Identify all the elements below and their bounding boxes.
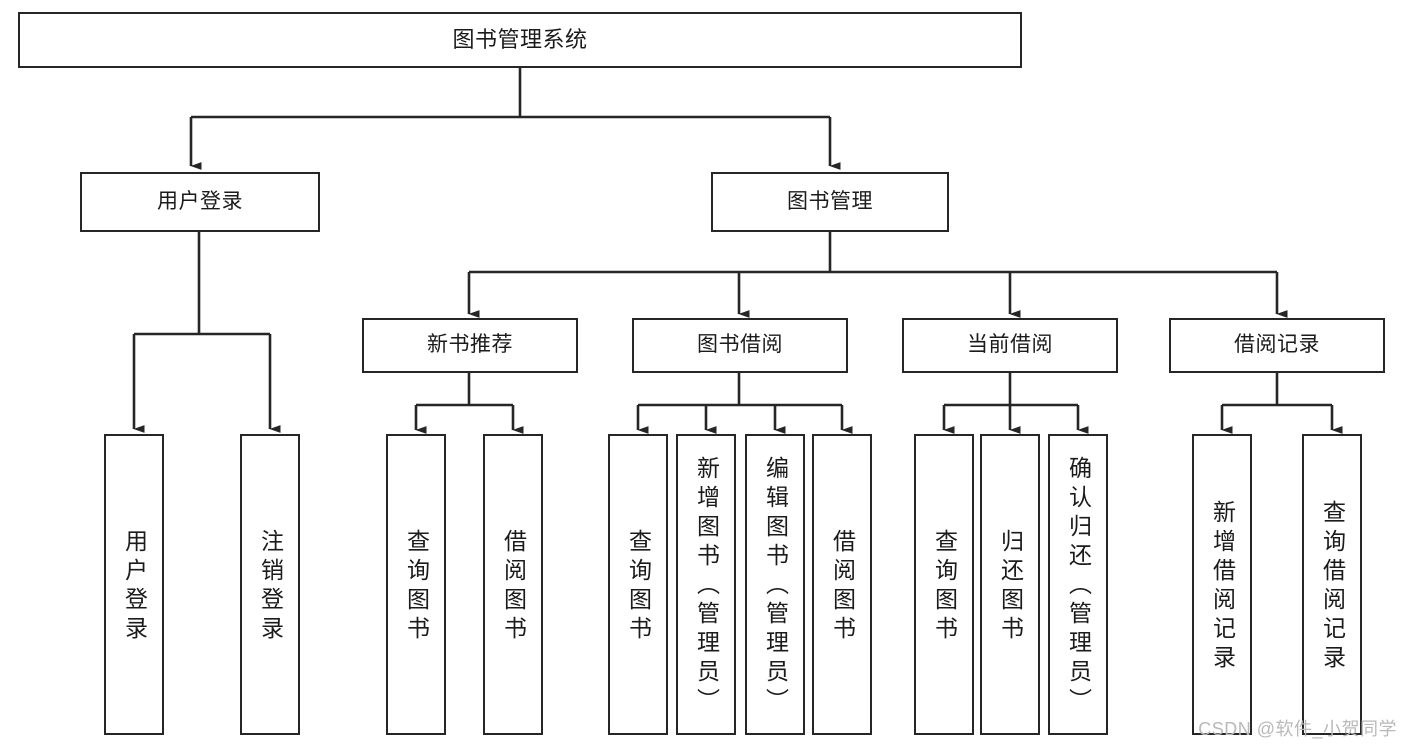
leaf-query-record-label: 查询借阅记录 [1319, 499, 1346, 674]
leaf-confirm-return-label: 确认归还（管理员） [1065, 456, 1092, 717]
node-book-management-label: 图书管理 [787, 189, 873, 213]
leaf-edit-book[interactable]: 编辑图书（管理员） [745, 434, 805, 735]
node-book-borrow-label: 图书借阅 [697, 333, 783, 357]
leaf-return-book-label: 归还图书 [997, 528, 1024, 645]
leaf-query-book-2[interactable]: 查询图书 [608, 434, 668, 735]
leaf-add-record-label: 新增借阅记录 [1209, 499, 1236, 674]
node-user-login[interactable]: 用户登录 [80, 172, 320, 232]
node-book-management[interactable]: 图书管理 [711, 172, 949, 232]
leaf-confirm-return[interactable]: 确认归还（管理员） [1048, 434, 1108, 735]
csdn-watermark: CSDN @软件_小贺同学 [1198, 719, 1397, 739]
leaf-user-logout-label: 注销登录 [257, 528, 284, 645]
leaf-add-book[interactable]: 新增图书（管理员） [676, 434, 736, 735]
leaf-query-record[interactable]: 查询借阅记录 [1302, 434, 1362, 735]
leaf-borrow-book-1[interactable]: 借阅图书 [483, 434, 543, 735]
node-root[interactable]: 图书管理系统 [18, 12, 1022, 68]
leaf-user-logout[interactable]: 注销登录 [240, 434, 300, 735]
node-current-borrow[interactable]: 当前借阅 [902, 318, 1118, 373]
node-root-label: 图书管理系统 [452, 27, 588, 53]
leaf-query-book-3[interactable]: 查询图书 [914, 434, 974, 735]
node-borrow-record-label: 借阅记录 [1234, 333, 1320, 357]
node-new-book-recommend[interactable]: 新书推荐 [362, 318, 578, 373]
leaf-borrow-book-2[interactable]: 借阅图书 [812, 434, 872, 735]
leaf-query-book-3-label: 查询图书 [931, 528, 958, 645]
leaf-add-record[interactable]: 新增借阅记录 [1192, 434, 1252, 735]
leaf-user-login-label: 用户登录 [121, 528, 148, 645]
node-book-borrow[interactable]: 图书借阅 [632, 318, 848, 373]
node-new-book-recommend-label: 新书推荐 [427, 333, 513, 357]
leaf-borrow-book-2-label: 借阅图书 [829, 528, 856, 645]
node-borrow-record[interactable]: 借阅记录 [1169, 318, 1385, 373]
leaf-add-book-label: 新增图书（管理员） [693, 456, 720, 717]
leaf-edit-book-label: 编辑图书（管理员） [762, 456, 789, 717]
leaf-user-login[interactable]: 用户登录 [104, 434, 164, 735]
leaf-query-book-1[interactable]: 查询图书 [386, 434, 446, 735]
leaf-query-book-2-label: 查询图书 [625, 528, 652, 645]
leaf-return-book[interactable]: 归还图书 [980, 434, 1040, 735]
leaf-query-book-1-label: 查询图书 [403, 528, 430, 645]
node-user-login-label: 用户登录 [157, 189, 243, 213]
leaf-borrow-book-1-label: 借阅图书 [500, 528, 527, 645]
node-current-borrow-label: 当前借阅 [967, 333, 1053, 357]
